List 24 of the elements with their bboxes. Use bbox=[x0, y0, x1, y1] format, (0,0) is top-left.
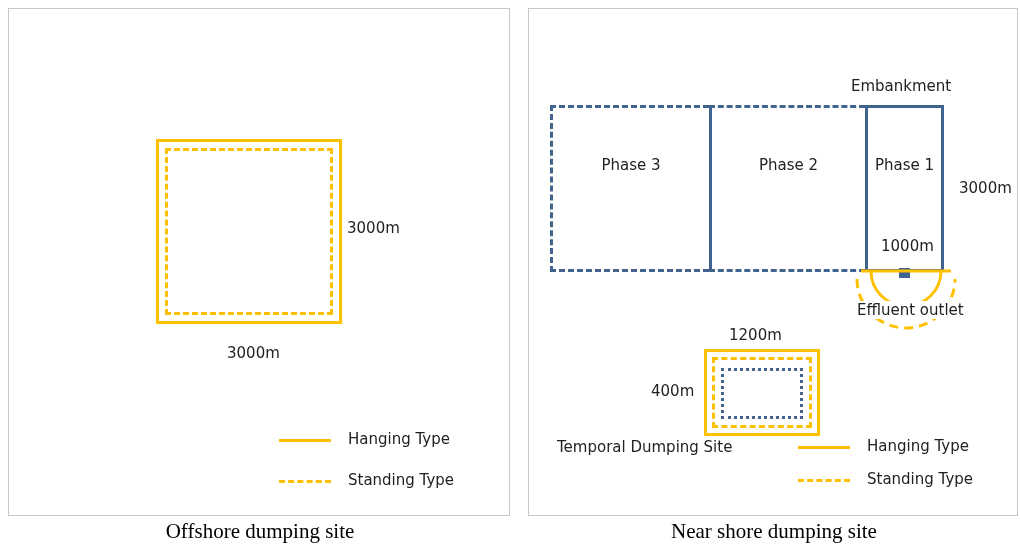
dimension-label: 3000m bbox=[347, 219, 400, 237]
phase-area bbox=[550, 105, 709, 272]
phase-label: Phase 2 bbox=[757, 156, 820, 174]
panel-caption: Offshore dumping site bbox=[164, 519, 356, 544]
phase-area bbox=[865, 105, 944, 272]
phase-label: Phase 3 bbox=[600, 156, 662, 174]
dumping-area-outline bbox=[156, 139, 342, 324]
dimension-label: 1200m bbox=[729, 326, 782, 344]
phase-label: Phase 1 bbox=[873, 156, 936, 174]
part-label: Embankment bbox=[851, 77, 952, 95]
panel-caption: Near shore dumping site bbox=[670, 519, 878, 544]
legend-label: Hanging Type bbox=[867, 437, 969, 455]
legend-label: Standing Type bbox=[348, 471, 455, 489]
phase-area bbox=[709, 105, 865, 272]
dimension-label: 1000m bbox=[881, 237, 934, 255]
dimension-label: 400m bbox=[651, 382, 695, 400]
legend-label: Standing Type bbox=[867, 470, 974, 488]
part-label: Effluent outlet bbox=[855, 301, 966, 319]
outlet-marker bbox=[899, 268, 910, 278]
legend-label: Hanging Type bbox=[348, 430, 450, 448]
dimension-label: 3000m bbox=[227, 344, 280, 362]
part-label: Temporal Dumping Site bbox=[557, 438, 733, 456]
temporary-site-outline bbox=[704, 349, 820, 436]
dimension-label: 3000m bbox=[959, 179, 1012, 197]
